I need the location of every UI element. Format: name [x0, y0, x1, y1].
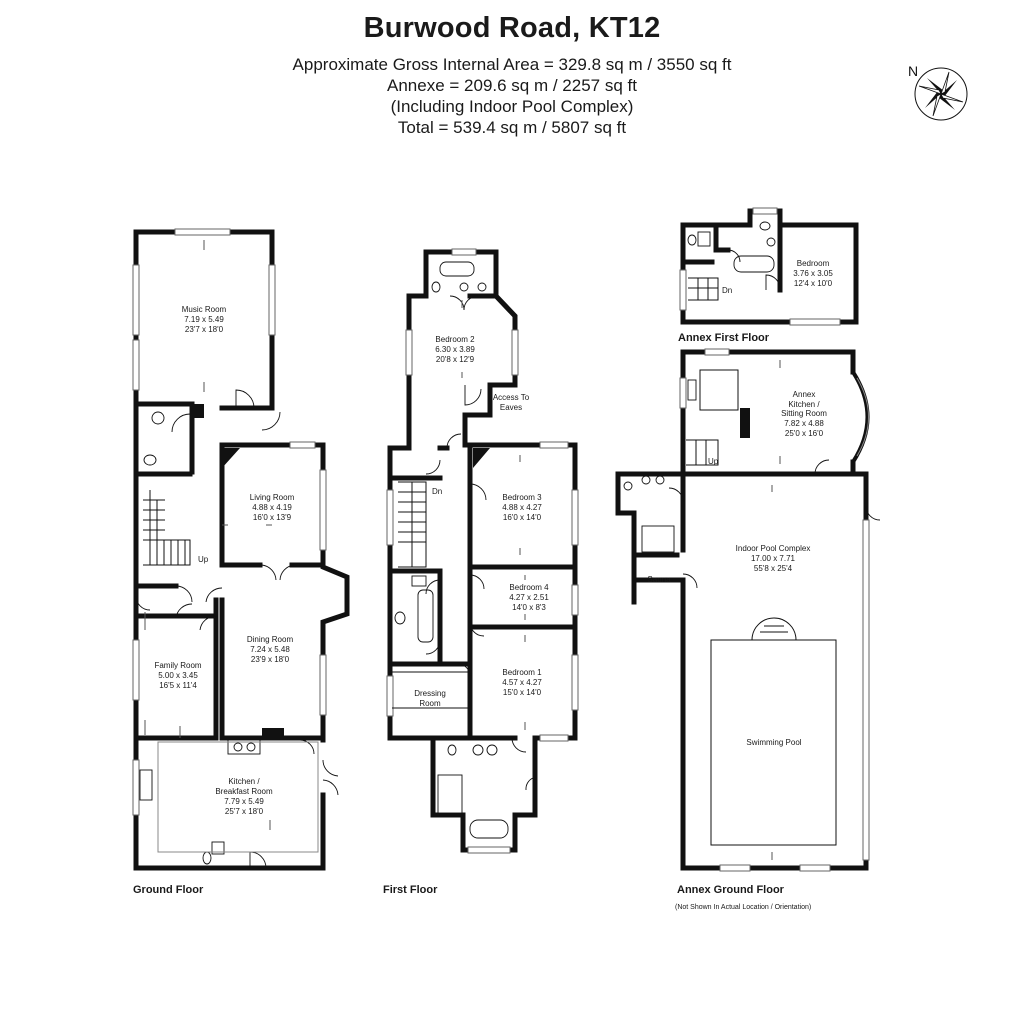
room-imperial-bedroom-1: 15'0 x 14'0 — [503, 688, 542, 697]
room-imperial-bedroom-4: 14'0 x 8'3 — [512, 603, 546, 612]
area-line-pool-note: (Including Indoor Pool Complex) — [390, 97, 634, 116]
room-metric-living: 4.88 x 4.19 — [252, 503, 292, 512]
room-name-swimming-pool: Swimming Pool — [746, 738, 801, 747]
room-name-bedroom-2: Bedroom 2 — [435, 335, 475, 344]
area-line-annexe: Annexe = 209.6 sq m / 2257 sq ft — [387, 76, 637, 95]
room-metric-music: 7.19 x 5.49 — [184, 315, 224, 324]
eaves-label-2: Eaves — [500, 403, 522, 412]
room-imperial-annex-bedroom: 12'4 x 10'0 — [794, 279, 833, 288]
annex-first-floor-label: Annex First Floor — [678, 332, 770, 344]
stairs-up-label: Up — [198, 555, 209, 564]
ground-floor-plan: Music Room 7.19 x 5.49 23'7 x 18'0 Livin… — [132, 228, 350, 896]
room-imperial-living: 16'0 x 13'9 — [253, 513, 292, 522]
room-metric-bedroom-4: 4.27 x 2.51 — [509, 593, 549, 602]
room-imperial-music: 23'7 x 18'0 — [185, 325, 224, 334]
room-name-annex-kitchen-2: Kitchen / — [788, 400, 820, 409]
room-name-music: Music Room — [182, 305, 227, 314]
annex-ground-floor-label: Annex Ground Floor — [677, 884, 785, 896]
room-name-annex-kitchen-1: Annex — [793, 390, 816, 399]
first-floor-plan: Bedroom 2 6.30 x 3.89 20'8 x 12'9 Access… — [383, 248, 579, 896]
annex-stairs-up-label: Up — [708, 457, 719, 466]
ground-floor-label: Ground Floor — [133, 884, 204, 896]
area-line-main: Approximate Gross Internal Area = 329.8 … — [292, 55, 732, 74]
room-metric-kitchen: 7.79 x 5.49 — [224, 797, 264, 806]
room-name-sauna: Sauna — [647, 575, 671, 584]
eaves-label-1: Access To — [493, 393, 530, 402]
room-name-bedroom-4: Bedroom 4 — [509, 583, 549, 592]
annex-stairs-down-label: Dn — [722, 286, 732, 295]
room-name-kitchen-2: Breakfast Room — [215, 787, 273, 796]
room-metric-bedroom-3: 4.88 x 4.27 — [502, 503, 542, 512]
room-name-dressing-1: Dressing — [414, 689, 446, 698]
room-imperial-pool-complex: 55'8 x 25'4 — [754, 564, 793, 573]
room-name-family: Family Room — [154, 661, 201, 670]
north-compass-icon: N — [908, 63, 968, 121]
room-imperial-annex-kitchen: 25'0 x 16'0 — [785, 429, 824, 438]
room-name-bedroom-3: Bedroom 3 — [502, 493, 542, 502]
room-metric-dining: 7.24 x 5.48 — [250, 645, 290, 654]
page-title: Burwood Road, KT12 — [363, 12, 661, 44]
room-metric-bedroom-2: 6.30 x 3.89 — [435, 345, 475, 354]
room-metric-family: 5.00 x 3.45 — [158, 671, 198, 680]
room-imperial-dining: 23'9 x 18'0 — [251, 655, 290, 664]
compass-label: N — [908, 63, 918, 79]
room-metric-pool-complex: 17.00 x 7.71 — [751, 554, 796, 563]
room-name-kitchen-1: Kitchen / — [228, 777, 260, 786]
room-metric-annex-kitchen: 7.82 x 4.88 — [784, 419, 824, 428]
room-name-pool-complex: Indoor Pool Complex — [736, 544, 811, 553]
area-summary: Approximate Gross Internal Area = 329.8 … — [0, 54, 1024, 138]
stairs-down-label: Dn — [432, 487, 442, 496]
area-line-total: Total = 539.4 sq m / 5807 sq ft — [397, 118, 627, 137]
annex-location-note: (Not Shown In Actual Location / Orientat… — [675, 904, 811, 911]
first-floor-label: First Floor — [383, 884, 438, 896]
room-metric-annex-bedroom: 3.76 x 3.05 — [793, 269, 833, 278]
room-imperial-bedroom-2: 20'8 x 12'9 — [436, 355, 475, 364]
room-imperial-kitchen: 25'7 x 18'0 — [225, 807, 264, 816]
room-name-living: Living Room — [250, 493, 295, 502]
room-name-bedroom-1: Bedroom 1 — [502, 668, 542, 677]
room-name-dressing-2: Room — [419, 699, 441, 708]
annex-first-floor-plan: Bedroom 3.76 x 3.05 12'4 x 10'0 Dn Annex… — [678, 207, 859, 344]
room-metric-bedroom-1: 4.57 x 4.27 — [502, 678, 542, 687]
room-imperial-bedroom-3: 16'0 x 14'0 — [503, 513, 542, 522]
room-imperial-family: 16'5 x 11'4 — [159, 681, 197, 690]
room-name-dining: Dining Room — [247, 635, 294, 644]
room-name-annex-bedroom: Bedroom — [797, 259, 830, 268]
room-name-annex-kitchen-3: Sitting Room — [781, 409, 827, 418]
annex-ground-floor-plan: Annex Kitchen / Sitting Room 7.82 x 4.88… — [615, 348, 881, 911]
